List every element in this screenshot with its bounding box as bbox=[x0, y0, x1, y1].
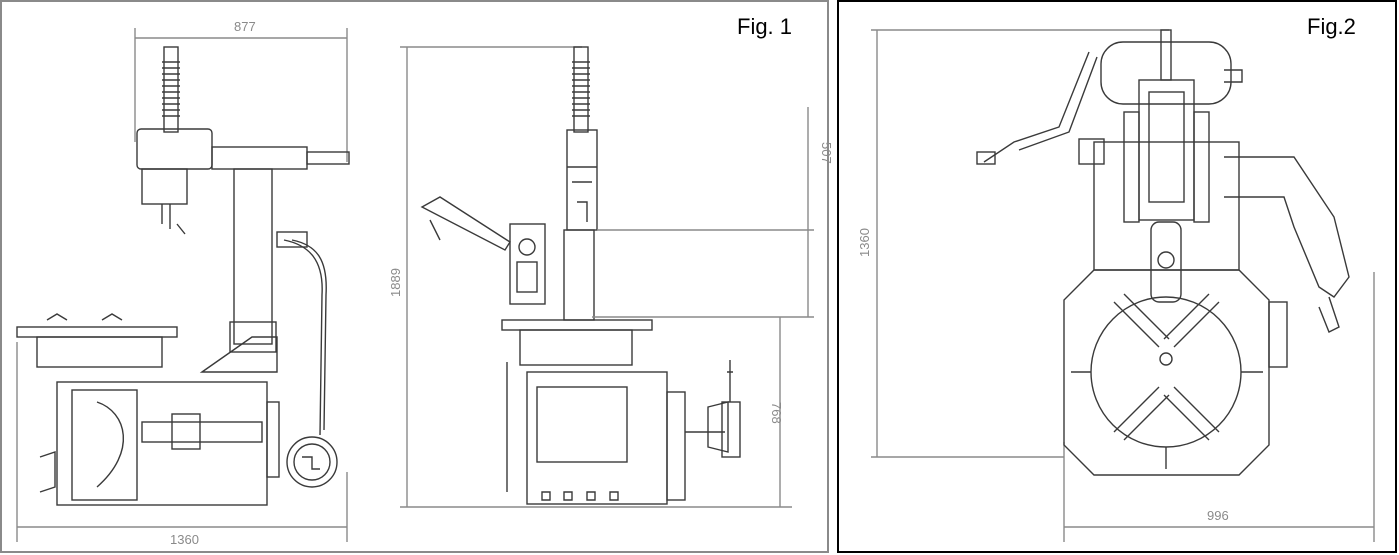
dim-width: 996 bbox=[1207, 508, 1229, 523]
figure-2-label: Fig.2 bbox=[1307, 14, 1356, 39]
figure-2-drawing: 1360 996 bbox=[857, 29, 1375, 542]
figure-1-panel: Fig. 1 bbox=[0, 0, 834, 553]
dim-top-width: 877 bbox=[234, 19, 256, 34]
dim-height: 1360 bbox=[857, 228, 872, 257]
figure-1-drawing: 877 1360 1889 507 768 bbox=[16, 19, 834, 547]
dim-base-height: 768 bbox=[769, 402, 784, 424]
figure-2-panel: Fig.2 bbox=[837, 0, 1397, 553]
dim-bottom-width: 1360 bbox=[170, 532, 199, 547]
dim-upper-offset: 507 bbox=[819, 142, 834, 164]
dim-total-height: 1889 bbox=[388, 268, 403, 297]
figure-1-label: Fig. 1 bbox=[737, 14, 793, 39]
